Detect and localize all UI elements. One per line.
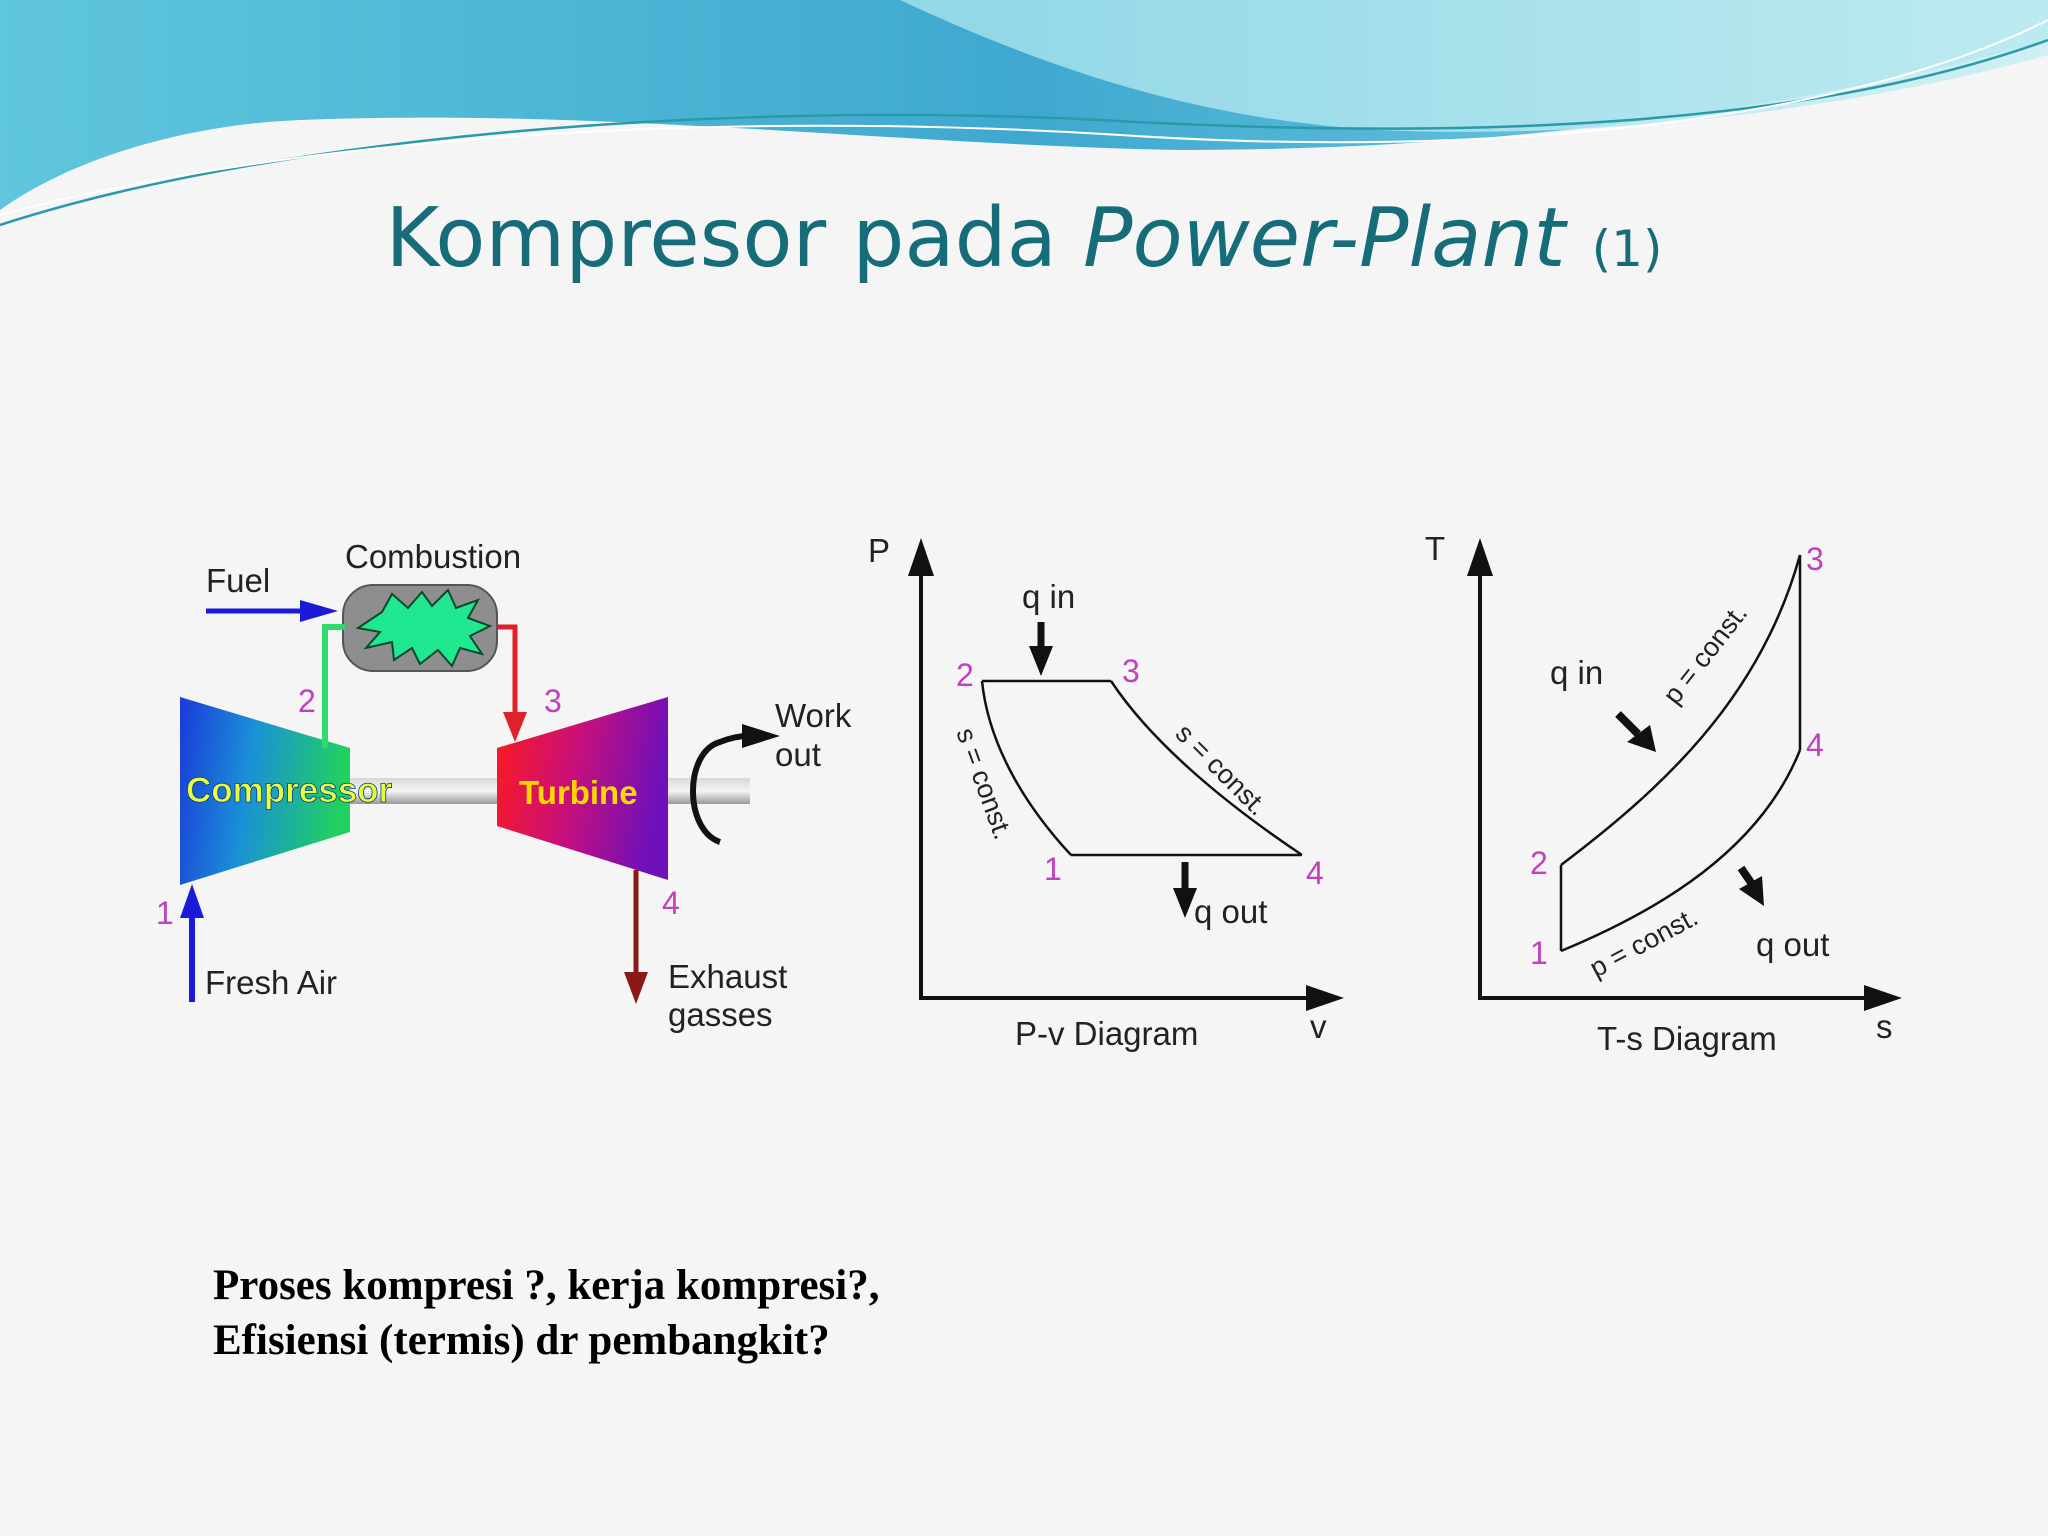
title-number: (1) bbox=[1591, 220, 1663, 278]
hot-gas-line bbox=[497, 624, 518, 718]
ts-point-2: 2 bbox=[1530, 845, 1548, 881]
ts-point-4: 4 bbox=[1806, 727, 1824, 763]
pv-point-3: 3 bbox=[1122, 653, 1140, 689]
pv-right-curve-label: s = const. bbox=[1170, 718, 1273, 821]
slide-title: Kompresor pada Power-Plant (1) bbox=[0, 198, 2048, 280]
pv-y-axis-label: P bbox=[868, 532, 890, 569]
pv-q-in-label: q in bbox=[1022, 578, 1075, 615]
compressor-body bbox=[180, 697, 350, 885]
ts-heat-rejection-curve bbox=[1560, 749, 1802, 953]
pv-q-out-label: q out bbox=[1194, 893, 1267, 930]
pv-q-in-arrow-head bbox=[1029, 646, 1053, 676]
ts-x-axis-arrow bbox=[1864, 985, 1902, 1011]
ts-lower-curve-label: p = const. bbox=[1585, 901, 1703, 983]
pv-diagram: P v P-v Diagram s = const. s = const. q … bbox=[868, 532, 1344, 1052]
compressed-air-line bbox=[322, 624, 345, 748]
pv-x-axis-arrow bbox=[1306, 985, 1344, 1011]
state-1-label: 1 bbox=[156, 895, 174, 931]
title-italic: Power-Plant bbox=[1083, 191, 1566, 286]
question-text-block: Proses kompresi ?, kerja kompresi?, Efis… bbox=[213, 1258, 879, 1368]
work-out-arrow-head bbox=[742, 724, 780, 748]
combustion-label: Combustion bbox=[345, 538, 521, 575]
ts-caption: T-s Diagram bbox=[1597, 1020, 1777, 1057]
pv-x-axis-label: v bbox=[1310, 1008, 1327, 1045]
pv-caption: P-v Diagram bbox=[1015, 1015, 1198, 1052]
pv-point-1: 1 bbox=[1044, 851, 1062, 887]
question-line-2: Efisiensi (termis) dr pembangkit? bbox=[213, 1317, 830, 1364]
work-out-label-line1: Work bbox=[775, 697, 852, 734]
exhaust-arrow-head bbox=[624, 972, 648, 1004]
ts-q-in-arrow-line bbox=[1615, 711, 1641, 737]
pv-point-2: 2 bbox=[956, 657, 974, 693]
question-line-1: Proses kompresi ?, kerja kompresi?, bbox=[213, 1262, 880, 1309]
ts-q-in-label: q in bbox=[1550, 654, 1603, 691]
title-main: Kompresor pada bbox=[385, 191, 1083, 286]
state-2-label: 2 bbox=[298, 683, 316, 719]
ts-q-out-arrow-line bbox=[1737, 865, 1756, 887]
pv-compression-curve bbox=[980, 680, 1072, 856]
state-3-label: 3 bbox=[544, 683, 562, 719]
exhaust-label-line2: gasses bbox=[668, 996, 773, 1033]
turbine-body bbox=[497, 697, 668, 880]
header-wave-decoration bbox=[0, 0, 2048, 227]
work-out-arc bbox=[690, 733, 749, 845]
pv-expansion-curve bbox=[1109, 680, 1303, 857]
gas-turbine-schematic: Compressor Turbine Combustion Fuel Fresh… bbox=[156, 538, 852, 1033]
ts-y-axis-label: T bbox=[1425, 530, 1445, 567]
fuel-arrow-head bbox=[300, 600, 338, 622]
ts-heat-addition-curve bbox=[1560, 554, 1802, 866]
flame-icon bbox=[355, 588, 493, 668]
pv-q-out-arrow-head bbox=[1173, 888, 1197, 918]
ts-q-in-arrow-head bbox=[1627, 725, 1656, 752]
fresh-air-label: Fresh Air bbox=[205, 964, 337, 1001]
ts-point-3: 3 bbox=[1806, 541, 1824, 577]
ts-q-out-arrow-head bbox=[1739, 876, 1764, 906]
ts-y-axis-arrow bbox=[1467, 538, 1493, 576]
pv-point-4: 4 bbox=[1306, 855, 1324, 891]
state-4-label: 4 bbox=[662, 885, 680, 921]
hot-gas-arrow-head bbox=[503, 712, 527, 742]
ts-q-out-label: q out bbox=[1756, 926, 1829, 963]
ts-diagram: T s T-s Diagram p = const. p = const. q … bbox=[1425, 530, 1902, 1057]
work-out-label-line2: out bbox=[775, 736, 821, 773]
fresh-air-arrow-head bbox=[180, 884, 204, 918]
turbine-label: Turbine bbox=[519, 774, 638, 811]
pv-left-curve-label: s = const. bbox=[950, 724, 1018, 844]
compressor-label: Compressor bbox=[186, 771, 393, 810]
fuel-label: Fuel bbox=[206, 562, 270, 599]
ts-point-1: 1 bbox=[1530, 935, 1548, 971]
exhaust-label-line1: Exhaust bbox=[668, 958, 787, 995]
ts-x-axis-label: s bbox=[1876, 1008, 1893, 1045]
ts-upper-curve-label: p = const. bbox=[1657, 598, 1753, 709]
pv-y-axis-arrow bbox=[908, 538, 934, 576]
